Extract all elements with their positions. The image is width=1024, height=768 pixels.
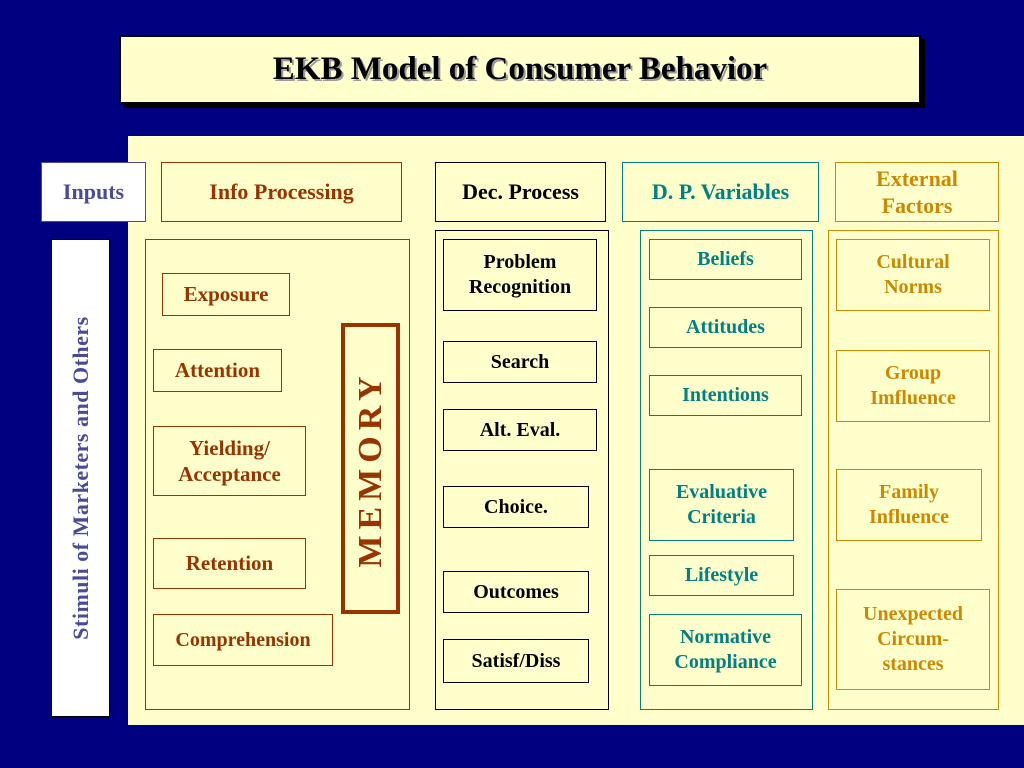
dp-attitudes: Attitudes (649, 307, 802, 348)
info-attention: Attention (153, 349, 282, 392)
dec-choice: Choice. (443, 486, 589, 528)
external-factors-frame (828, 230, 999, 710)
ext-unexpected-circumstances: Unexpected Circum- stances (836, 589, 990, 690)
info-retention: Retention (153, 538, 306, 589)
dp-normative-compliance: Normative Compliance (649, 614, 802, 686)
dp-variables-frame (640, 230, 813, 710)
dec-problem-recognition: Problem Recognition (443, 239, 597, 311)
header-inputs: Inputs (41, 162, 146, 222)
dp-evaluative-criteria: Evaluative Criteria (649, 469, 794, 541)
info-comprehension: Comprehension (153, 614, 333, 666)
header-info-processing: Info Processing (161, 162, 402, 222)
dec-search: Search (443, 341, 597, 383)
dec-satisf-diss: Satisf/Diss (443, 639, 589, 683)
dp-lifestyle: Lifestyle (649, 555, 794, 596)
dp-intentions: Intentions (649, 375, 802, 416)
ext-cultural-norms: Cultural Norms (836, 239, 990, 311)
header-dp-variables: D. P. Variables (622, 162, 819, 222)
dec-outcomes: Outcomes (443, 571, 589, 613)
info-exposure: Exposure (162, 273, 290, 316)
dec-alt-eval: Alt. Eval. (443, 409, 597, 451)
dec-process-frame (435, 230, 609, 710)
dp-beliefs: Beliefs (649, 239, 802, 280)
header-external-factors: External Factors (835, 162, 999, 222)
header-dec-process: Dec. Process (435, 162, 606, 222)
info-processing-frame (145, 239, 410, 710)
diagram-title: EKB Model of Consumer Behavior (119, 35, 921, 104)
stimuli-label: Stimuli of Marketers and Others (67, 316, 93, 640)
info-yielding-acceptance: Yielding/ Acceptance (153, 426, 306, 496)
memory-box: MEMORY (341, 323, 400, 614)
memory-label: MEMORY (351, 369, 389, 568)
ext-group-influence: Group Imfluence (836, 350, 990, 422)
stimuli-box: Stimuli of Marketers and Others (51, 239, 110, 717)
ext-family-influence: Family Influence (836, 469, 982, 541)
